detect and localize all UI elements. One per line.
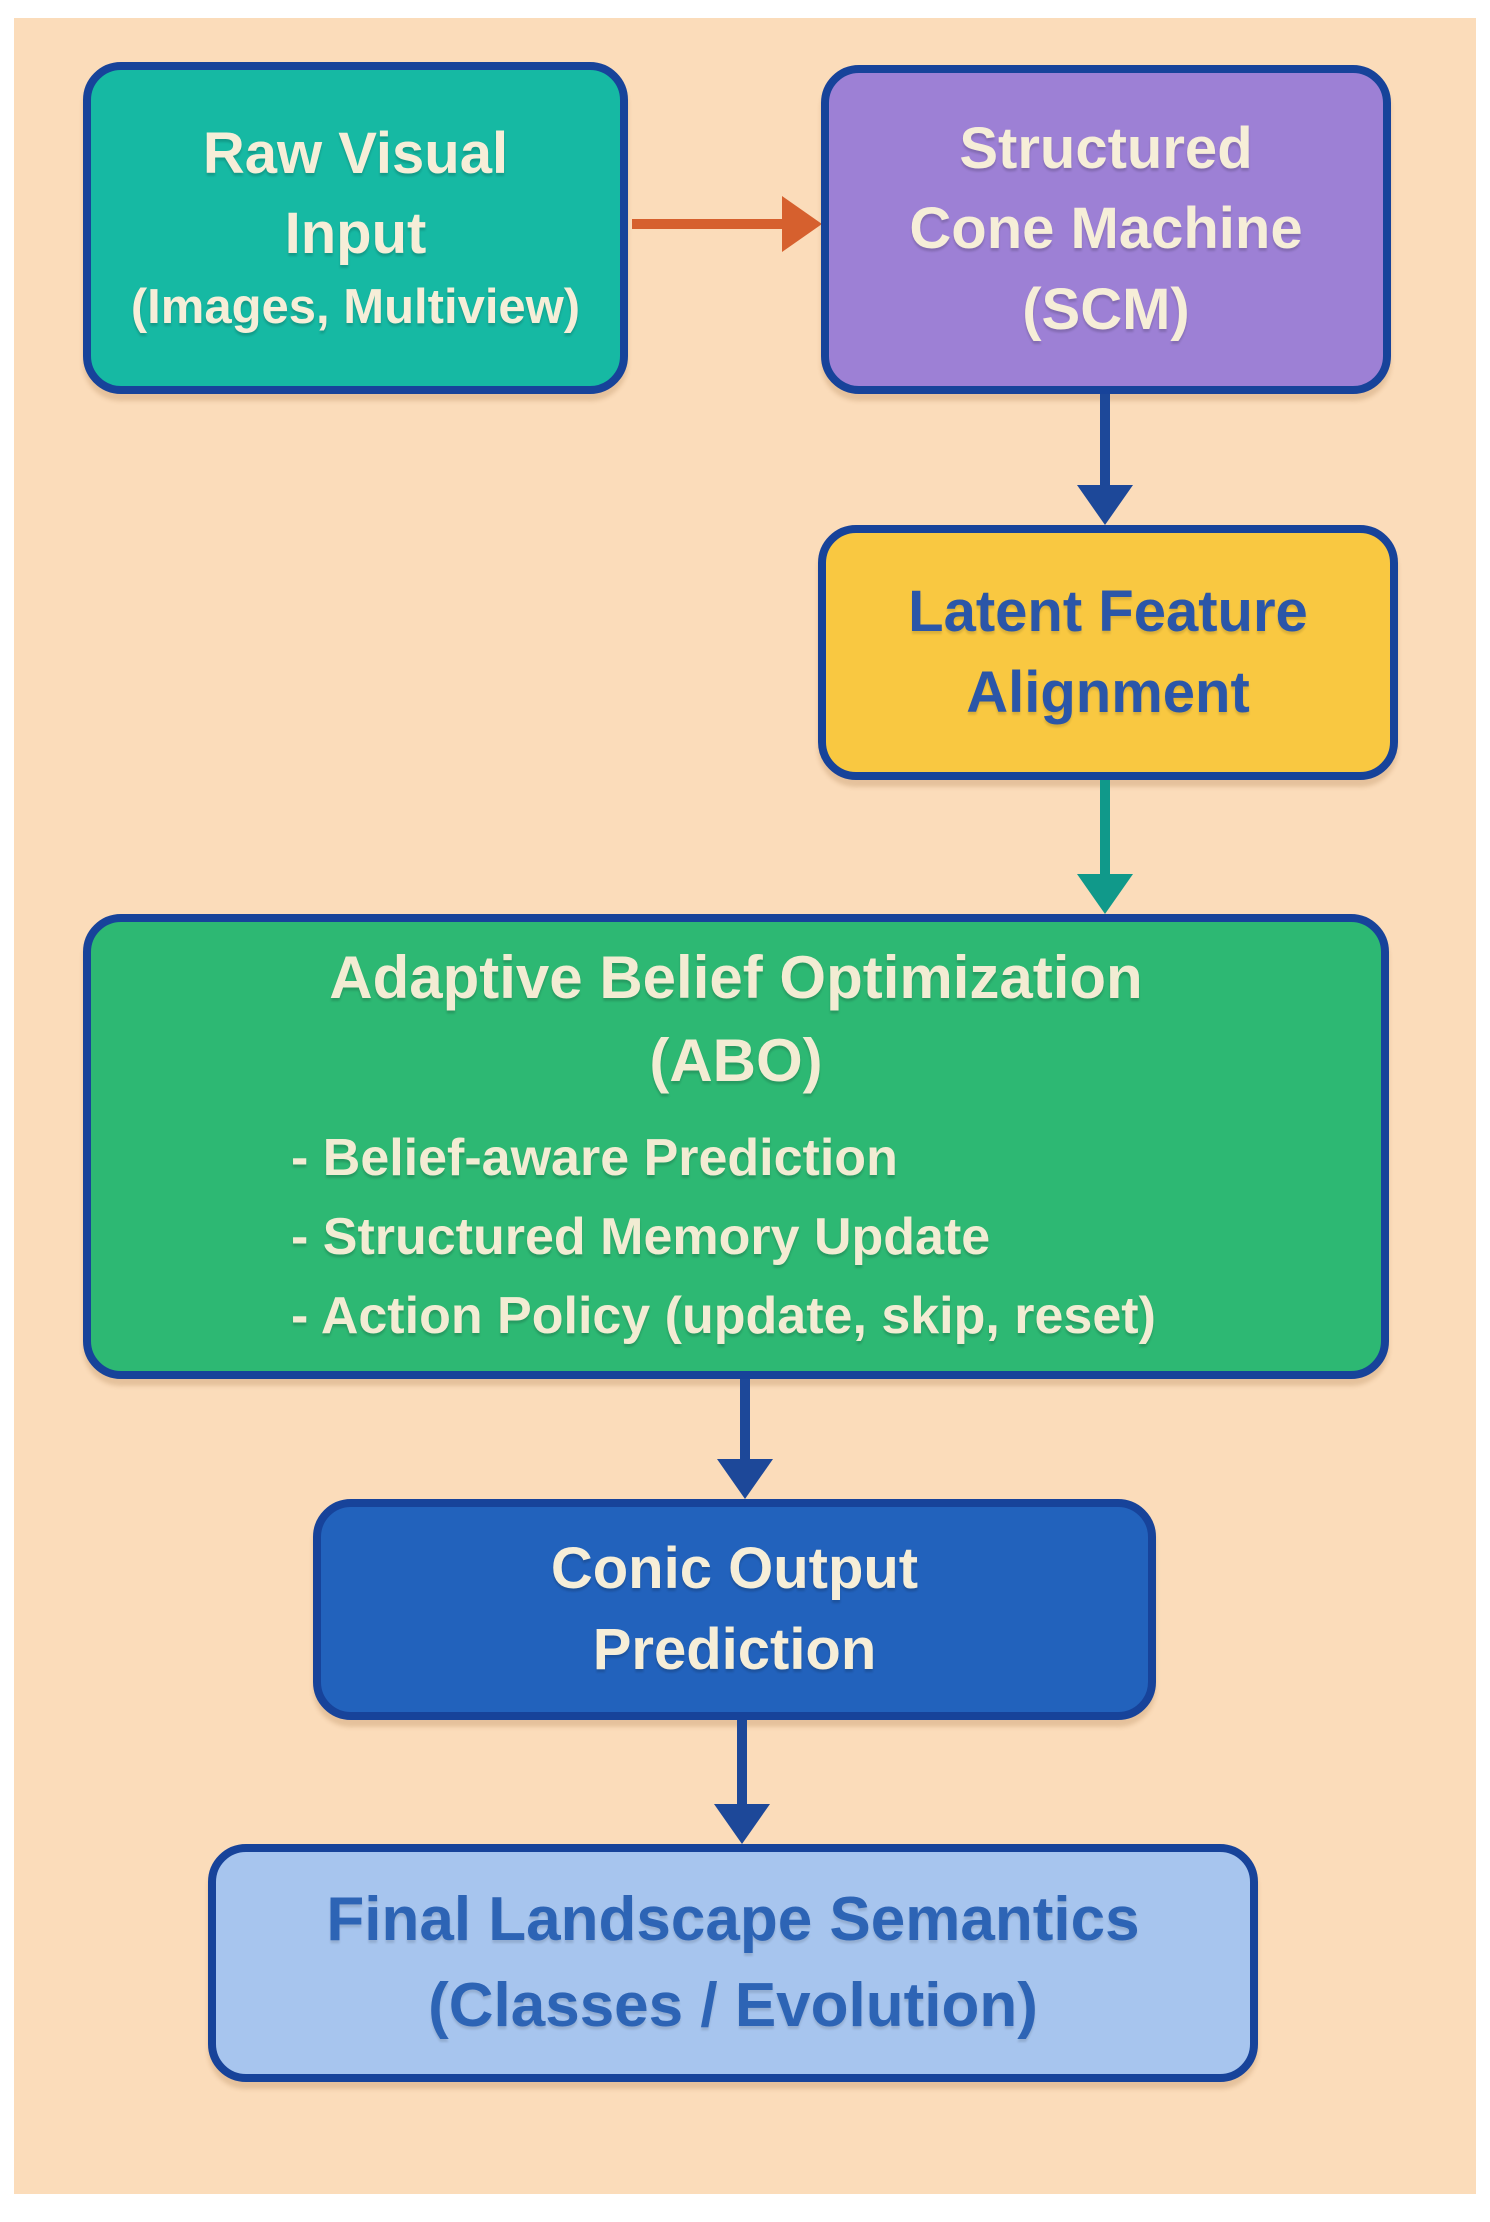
arrow-abo-to-conic (717, 1379, 773, 1499)
arrow-raw-to-scm-shaft (632, 219, 782, 229)
arrow-conic-to-final-head (714, 1804, 770, 1844)
node-latent-line2: Alignment (966, 659, 1250, 725)
node-final-line2: (Classes / Evolution) (428, 1971, 1038, 2040)
arrow-scm-to-latent-head (1077, 485, 1133, 525)
node-raw-visual-input: Raw Visual Input (Images, Multiview) (83, 62, 628, 394)
node-raw-line1: Raw Visual (202, 121, 509, 187)
arrow-latent-to-abo-shaft (1100, 780, 1110, 876)
node-structured-cone-machine: Structured Cone Machine (SCM) (821, 65, 1391, 394)
node-latent-line1: Latent Feature (908, 579, 1308, 645)
node-raw-line2: Input (284, 201, 427, 267)
node-scm-line2: Cone Machine (909, 196, 1303, 262)
node-latent-feature-alignment: Latent Feature Alignment (818, 525, 1398, 780)
node-raw-line3: (Images, Multiview) (130, 280, 581, 335)
arrow-abo-to-conic-shaft (740, 1379, 750, 1461)
arrow-scm-to-latent-shaft (1100, 394, 1110, 487)
arrow-raw-to-scm-head (782, 196, 822, 252)
node-abo-bullet-1: - Belief-aware Prediction (291, 1128, 898, 1187)
node-abo-bullet-3: - Action Policy (update, skip, reset) (291, 1286, 1156, 1345)
arrow-raw-to-scm (632, 196, 822, 252)
arrow-scm-to-latent (1077, 394, 1133, 525)
node-final-line1: Final Landscape Semantics (326, 1885, 1140, 1955)
node-adaptive-belief-optimization: Adaptive Belief Optimization (ABO) - Bel… (83, 914, 1389, 1379)
node-scm-line3: (SCM) (1022, 276, 1190, 342)
arrow-latent-to-abo-head (1077, 874, 1133, 914)
node-abo-title1: Adaptive Belief Optimization (329, 944, 1143, 1012)
node-scm-line1: Structured (959, 116, 1253, 182)
node-abo-bullet-list: - Belief-aware Prediction - Structured M… (91, 1119, 1156, 1356)
node-conic-output-prediction: Conic Output Prediction (313, 1499, 1156, 1720)
node-final-landscape-semantics: Final Landscape Semantics (Classes / Evo… (208, 1844, 1258, 2082)
node-abo-title2: (ABO) (649, 1026, 823, 1094)
arrow-abo-to-conic-head (717, 1459, 773, 1499)
node-conic-line1: Conic Output (550, 1536, 919, 1602)
node-abo-bullet-2: - Structured Memory Update (291, 1207, 991, 1266)
node-conic-line2: Prediction (592, 1616, 877, 1682)
arrow-conic-to-final-shaft (737, 1720, 747, 1806)
arrow-conic-to-final (714, 1720, 770, 1844)
arrow-latent-to-abo (1077, 780, 1133, 914)
